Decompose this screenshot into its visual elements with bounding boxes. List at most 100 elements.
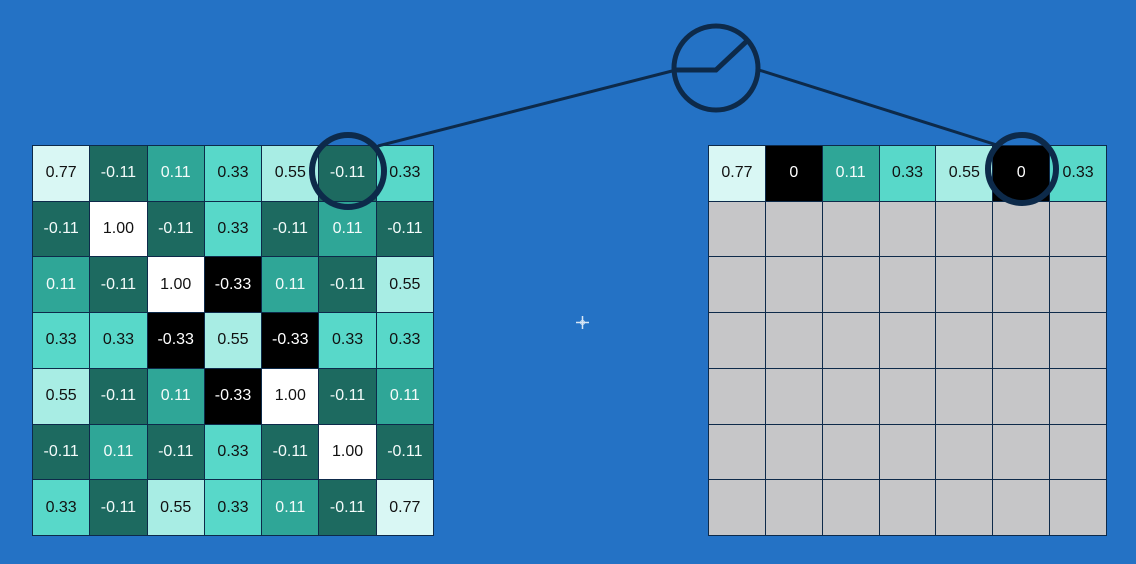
input-cell-r1-c4: 0.33 (204, 146, 262, 201)
output-cell-r5-c2 (765, 368, 822, 424)
output-cell-r6-c1 (709, 424, 765, 480)
input-cell-r7-c5: 0.11 (262, 480, 319, 535)
input-cell-r5-c1: 0.55 (33, 368, 90, 424)
input-cell-r5-c7: 0.11 (376, 368, 433, 424)
input-cell-r3-c1: 0.11 (33, 257, 90, 313)
output-cell-r4-c5 (936, 313, 993, 368)
connector-line-left (377, 68, 677, 148)
output-cell-r2-c7 (1050, 201, 1106, 257)
output-cell-r1-c3: 0.11 (822, 146, 879, 201)
output-cell-r1-c2: 0 (765, 146, 822, 201)
output-cell-r3-c1 (709, 257, 765, 313)
output-cell-r7-c1 (709, 480, 765, 535)
input-cell-r2-c5: -0.11 (262, 201, 319, 257)
output-cell-r3-c5 (936, 257, 993, 313)
output-cell-r5-c6 (993, 368, 1050, 424)
output-cell-r1-c7: 0.33 (1050, 146, 1106, 201)
input-cell-r6-c4: 0.33 (204, 424, 262, 480)
output-cell-r4-c6 (993, 313, 1050, 368)
input-cell-r7-c2: -0.11 (90, 480, 147, 535)
input-cell-r4-c4: 0.55 (204, 313, 262, 368)
output-cell-r2-c3 (822, 201, 879, 257)
crosshair-cursor-icon (576, 316, 589, 329)
output-cell-r6-c2 (765, 424, 822, 480)
output-cell-r3-c2 (765, 257, 822, 313)
input-cell-r7-c4: 0.33 (204, 480, 262, 535)
output-cell-r2-c1 (709, 201, 765, 257)
input-cell-r1-c6: -0.11 (319, 146, 376, 201)
output-cell-r5-c4 (879, 368, 936, 424)
output-cell-r4-c7 (1050, 313, 1106, 368)
input-cell-r5-c3: 0.11 (147, 368, 204, 424)
output-cell-r5-c1 (709, 368, 765, 424)
input-cell-r1-c1: 0.77 (33, 146, 90, 201)
input-cell-r6-c7: -0.11 (376, 424, 433, 480)
output-cell-r3-c3 (822, 257, 879, 313)
output-cell-r6-c6 (993, 424, 1050, 480)
output-cell-r6-c4 (879, 424, 936, 480)
input-cell-r6-c1: -0.11 (33, 424, 90, 480)
input-cell-r2-c2: 1.00 (90, 201, 147, 257)
input-cell-r2-c6: 0.11 (319, 201, 376, 257)
input-cell-r5-c2: -0.11 (90, 368, 147, 424)
output-cell-r1-c6: 0 (993, 146, 1050, 201)
input-cell-r1-c5: 0.55 (262, 146, 319, 201)
output-cell-r2-c2 (765, 201, 822, 257)
output-cell-r3-c6 (993, 257, 1050, 313)
input-cell-r3-c3: 1.00 (147, 257, 204, 313)
output-cell-r7-c5 (936, 480, 993, 535)
output-cell-r3-c7 (1050, 257, 1106, 313)
output-cell-r5-c7 (1050, 368, 1106, 424)
input-cell-r6-c2: 0.11 (90, 424, 147, 480)
output-cell-r2-c4 (879, 201, 936, 257)
input-cell-r4-c5: -0.33 (262, 313, 319, 368)
input-cell-r1-c2: -0.11 (90, 146, 147, 201)
input-cell-r4-c1: 0.33 (33, 313, 90, 368)
output-cell-r7-c6 (993, 480, 1050, 535)
input-cell-r3-c7: 0.55 (376, 257, 433, 313)
input-cell-r3-c4: -0.33 (204, 257, 262, 313)
relu-function-icon (671, 23, 761, 113)
output-cell-r6-c3 (822, 424, 879, 480)
input-cell-r4-c6: 0.33 (319, 313, 376, 368)
input-cell-r7-c1: 0.33 (33, 480, 90, 535)
output-cell-r5-c3 (822, 368, 879, 424)
input-cell-r7-c6: -0.11 (319, 480, 376, 535)
input-cell-r2-c4: 0.33 (204, 201, 262, 257)
input-cell-r4-c2: 0.33 (90, 313, 147, 368)
output-cell-r6-c7 (1050, 424, 1106, 480)
input-cell-r5-c4: -0.33 (204, 368, 262, 424)
output-cell-r1-c4: 0.33 (879, 146, 936, 201)
input-cell-r4-c3: -0.33 (147, 313, 204, 368)
input-cell-r2-c3: -0.11 (147, 201, 204, 257)
output-cell-r1-c5: 0.55 (936, 146, 993, 201)
input-cell-r6-c3: -0.11 (147, 424, 204, 480)
input-cell-r3-c5: 0.11 (262, 257, 319, 313)
output-cell-r4-c4 (879, 313, 936, 368)
output-cell-r2-c5 (936, 201, 993, 257)
output-cell-r3-c4 (879, 257, 936, 313)
input-cell-r3-c2: -0.11 (90, 257, 147, 313)
output-cell-r4-c1 (709, 313, 765, 368)
input-cell-r1-c7: 0.33 (376, 146, 433, 201)
output-cell-r7-c3 (822, 480, 879, 535)
connector-line-right (758, 68, 1001, 148)
output-cell-r1-c1: 0.77 (709, 146, 765, 201)
input-cell-r7-c3: 0.55 (147, 480, 204, 535)
input-cell-r5-c5: 1.00 (262, 368, 319, 424)
input-cell-r1-c3: 0.11 (147, 146, 204, 201)
output-cell-r4-c3 (822, 313, 879, 368)
output-cell-r7-c4 (879, 480, 936, 535)
input-cell-r3-c6: -0.11 (319, 257, 376, 313)
output-cell-r4-c2 (765, 313, 822, 368)
input-cell-r6-c5: -0.11 (262, 424, 319, 480)
input-cell-r4-c7: 0.33 (376, 313, 433, 368)
input-cell-r2-c7: -0.11 (376, 201, 433, 257)
output-cell-r2-c6 (993, 201, 1050, 257)
input-cell-r6-c6: 1.00 (319, 424, 376, 480)
output-cell-r7-c7 (1050, 480, 1106, 535)
input-cell-r5-c6: -0.11 (319, 368, 376, 424)
